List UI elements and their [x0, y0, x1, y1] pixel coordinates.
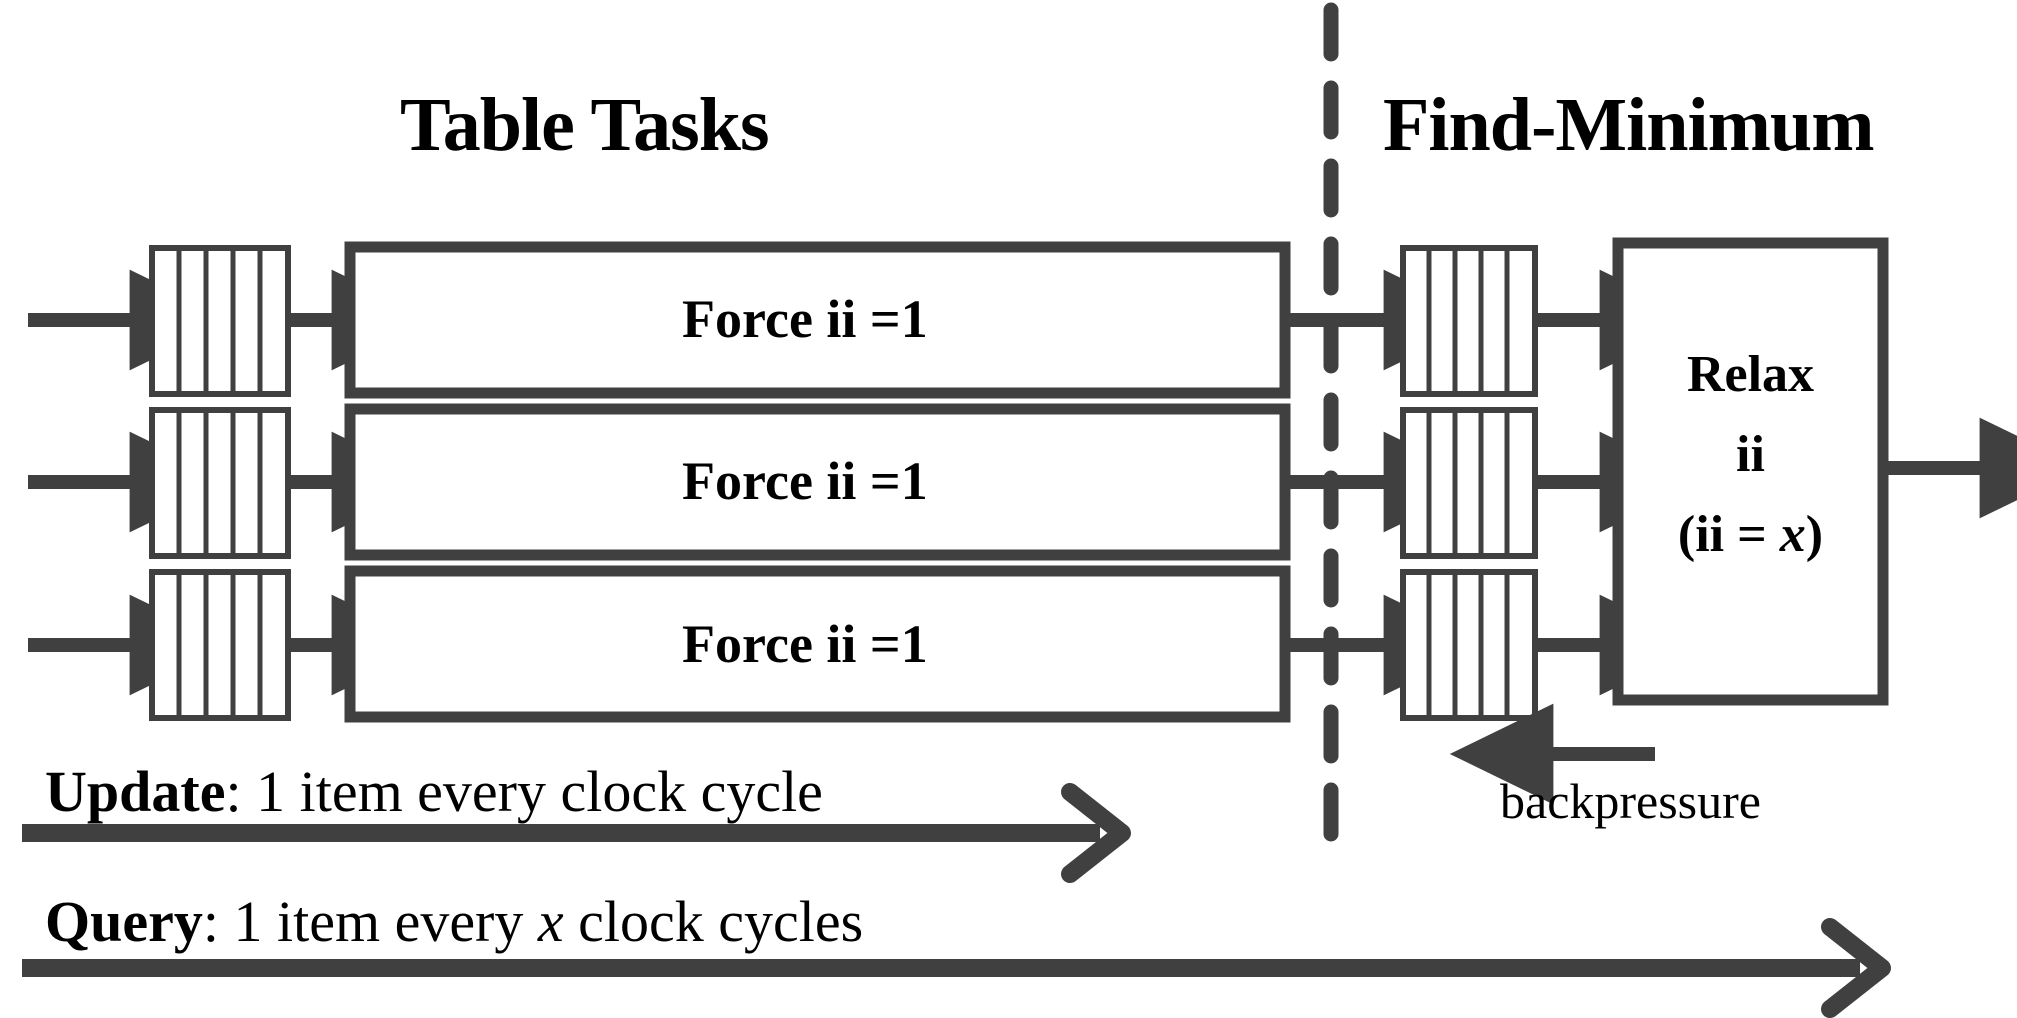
legend-query-line: Query: 1 item every x clock cycles	[45, 888, 863, 955]
pipeline-row-3	[28, 565, 1704, 723]
relax-block-line-1: Relax	[1686, 346, 1815, 403]
relax-block-line-2: ii	[1736, 426, 1765, 483]
stage-label-row-2: Force ii =1	[682, 451, 928, 511]
relax-block-line-3: (ii = x)	[1618, 505, 1883, 564]
input-fifo-row-2	[149, 407, 291, 559]
section-title-find-minimum: Find-Minimum	[1383, 83, 1874, 167]
backpressure-label: backpressure	[1500, 773, 1761, 829]
output-fifo-row-1	[1400, 245, 1538, 397]
input-fifo-row-1	[149, 245, 291, 397]
legend-update-line: Update: 1 item every clock cycle	[45, 758, 823, 825]
legend-query-variable: x	[537, 889, 564, 954]
legend-query-text-a: 1 item every	[233, 889, 538, 954]
output-fifo-row-3	[1400, 569, 1538, 721]
stage-label-row-1: Force ii =1	[682, 289, 928, 349]
legend-query-separator: :	[202, 889, 234, 954]
query-throughput-arrow	[22, 918, 1891, 1018]
stage-label-row-3: Force ii =1	[682, 614, 928, 674]
legend-update-text-a: 1 item every clock cycle	[256, 759, 823, 824]
pipeline-row-2	[28, 403, 1704, 561]
legend-query-text-b: clock cycles	[563, 889, 864, 954]
legend-query-name: Query	[45, 889, 203, 954]
legend-update-separator: :	[225, 759, 257, 824]
relax-block-box	[1612, 237, 1889, 706]
relax-line3-variable: x	[1779, 506, 1806, 563]
update-throughput-arrow	[22, 783, 1131, 883]
input-fifo-row-3	[149, 569, 291, 721]
legend-update-name: Update	[45, 759, 226, 824]
output-fifo-row-2	[1400, 407, 1538, 559]
relax-line3-prefix: (ii =	[1677, 506, 1780, 563]
pipeline-row-1	[28, 241, 1704, 399]
relax-line3-suffix: )	[1805, 506, 1824, 563]
section-title-table-tasks: Table Tasks	[400, 83, 770, 167]
